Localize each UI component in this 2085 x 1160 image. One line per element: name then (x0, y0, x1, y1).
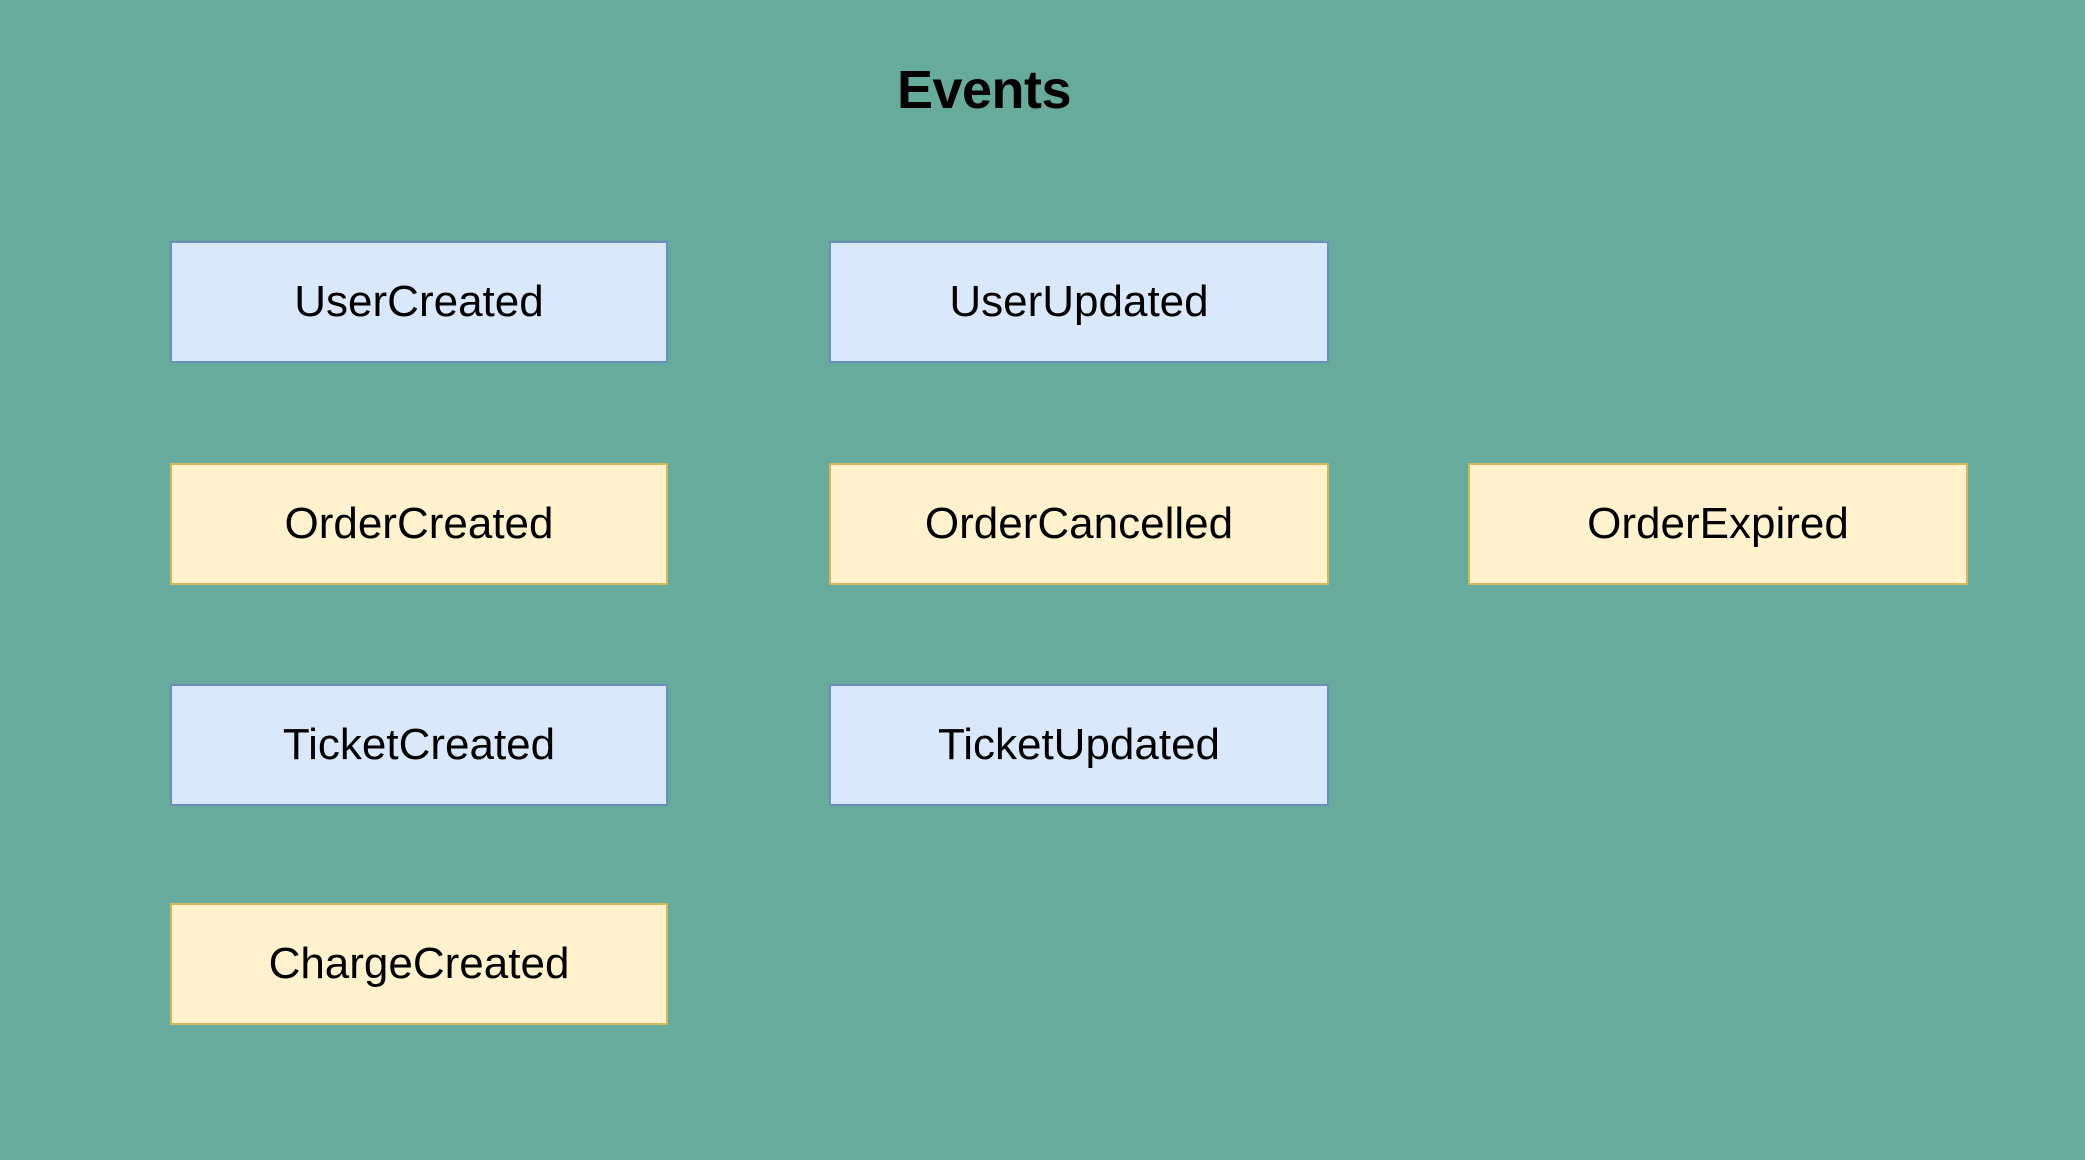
page-title: Events (896, 60, 1072, 120)
event-node-ticketupdated[interactable]: TicketUpdated (829, 684, 1329, 806)
event-node-label: TicketCreated (282, 720, 556, 769)
event-node-label: UserCreated (294, 277, 544, 326)
event-node-label: OrderCreated (284, 499, 554, 548)
event-node-usercreated[interactable]: UserCreated (170, 241, 668, 363)
event-node-label: TicketUpdated (937, 720, 1221, 769)
event-node-userupdated[interactable]: UserUpdated (829, 241, 1329, 363)
event-node-chargecreated[interactable]: ChargeCreated (170, 903, 668, 1025)
event-node-label: OrderCancelled (924, 499, 1234, 548)
event-node-label: ChargeCreated (268, 939, 570, 988)
event-node-label: UserUpdated (949, 277, 1209, 326)
event-node-label: OrderExpired (1587, 499, 1849, 548)
event-node-orderexpired[interactable]: OrderExpired (1468, 463, 1968, 585)
event-node-ticketcreated[interactable]: TicketCreated (170, 684, 668, 806)
event-node-ordercancelled[interactable]: OrderCancelled (829, 463, 1329, 585)
event-node-ordercreated[interactable]: OrderCreated (170, 463, 668, 585)
